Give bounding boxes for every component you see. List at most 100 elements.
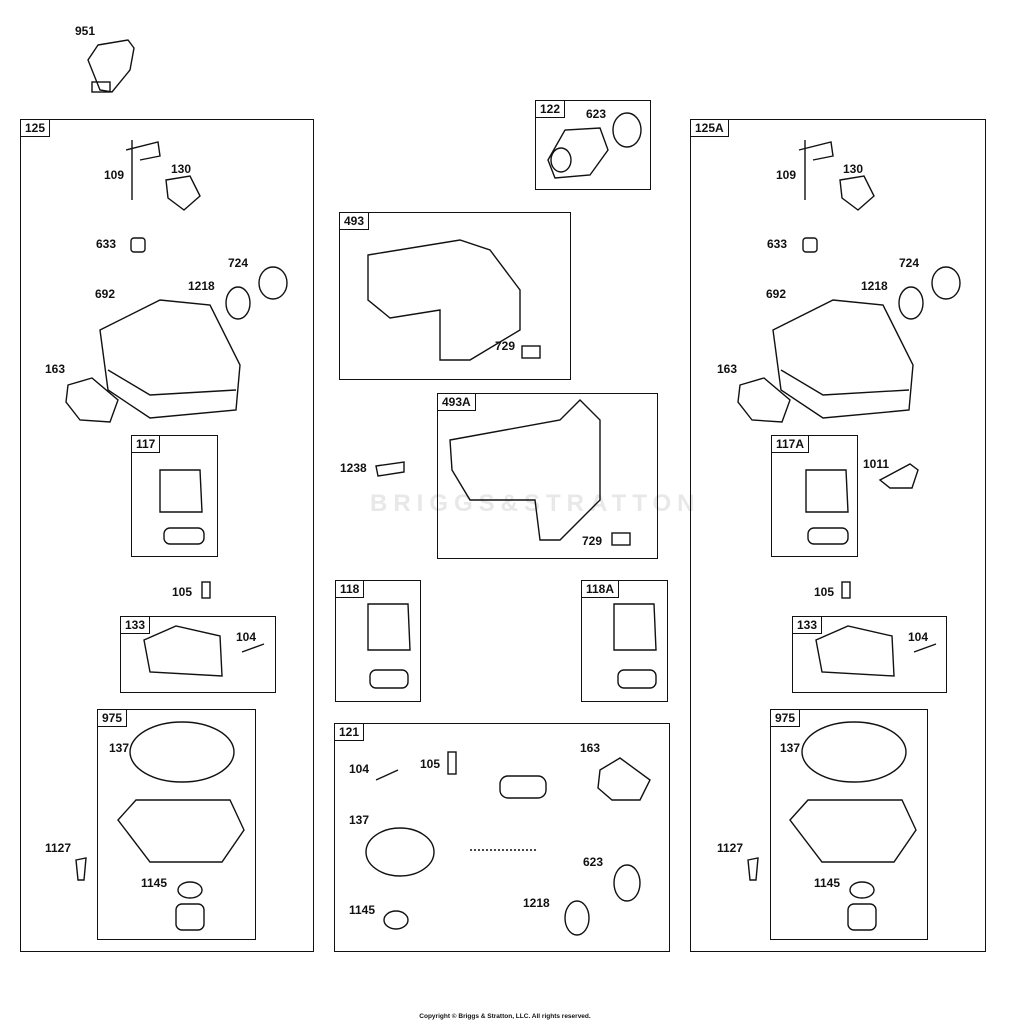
callout-137-center: 137: [349, 813, 370, 827]
callout-1145-left: 1145: [141, 876, 168, 890]
ring-623-center: [613, 864, 641, 902]
nozzle-117a: [805, 469, 849, 513]
group-117a: 117A: [771, 435, 858, 557]
callout-104-left: 104: [236, 630, 257, 644]
gasket-163-right: [737, 377, 791, 423]
bushing-633-right: [802, 237, 818, 253]
callout-724-left: 724: [228, 256, 249, 270]
callout-692-right: 692: [766, 287, 787, 301]
group-label-122: 122: [535, 100, 566, 118]
callout-1218-left: 1218: [188, 279, 215, 293]
group-125a: 125A: [690, 119, 986, 952]
group-118: 118: [335, 580, 421, 702]
gasket-1218-center: [564, 900, 590, 936]
group-label-133-right: 133: [792, 616, 823, 634]
clip-729-b: [611, 532, 631, 546]
nozzle-117: [159, 469, 203, 513]
bushing-633-left: [130, 237, 146, 253]
callout-1127-left: 1127: [45, 841, 72, 855]
group-label-125: 125: [20, 119, 51, 137]
nozzle-118: [367, 603, 411, 651]
callout-130-left: 130: [171, 162, 192, 176]
bracket-493: [367, 239, 521, 361]
callout-163-center: 163: [580, 741, 601, 755]
ring-137-right: [801, 721, 907, 783]
lever-1011: [878, 463, 919, 489]
group-133-left: 133: [120, 616, 276, 693]
gasket-1218-left: [225, 286, 251, 320]
nut-975-left: [175, 903, 205, 931]
callout-105-center: 105: [420, 757, 441, 771]
screw-1127-right: [747, 857, 759, 881]
gasket-117: [163, 527, 205, 545]
group-133-right: 133: [792, 616, 947, 693]
washer-1145-center: [383, 910, 409, 930]
group-975-left: 975: [97, 709, 256, 940]
nozzle-118a: [613, 603, 657, 651]
callout-137-left: 137: [109, 741, 130, 755]
group-label-117a: 117A: [771, 435, 810, 453]
copyright-notice: Copyright © Briggs & Stratton, LLC. All …: [419, 1013, 591, 1020]
callout-951: 951: [75, 24, 96, 38]
ring-137-center: [365, 827, 435, 877]
callout-729-a: 729: [495, 339, 516, 353]
carburetor-body-right: [772, 299, 914, 419]
callout-692-left: 692: [95, 287, 116, 301]
group-label-121: 121: [334, 723, 365, 741]
seal-724-left: [258, 266, 288, 300]
callout-130-right: 130: [843, 162, 864, 176]
callout-109-right: 109: [776, 168, 797, 182]
callout-633-right: 633: [767, 237, 788, 251]
washer-1145-right: [849, 881, 875, 899]
screw-1127-left: [75, 857, 87, 881]
nut-975-right: [847, 903, 877, 931]
group-121: 121: [334, 723, 670, 952]
float-133-left: [143, 625, 223, 677]
clip-729-a: [521, 345, 541, 359]
callout-104-center: 104: [349, 762, 370, 776]
choke-link-tab: [91, 81, 111, 93]
callout-623-center: 623: [583, 855, 604, 869]
group-975-right: 975: [770, 709, 928, 940]
callout-163-right: 163: [717, 362, 738, 376]
gasket-163-left: [65, 377, 119, 423]
gasket-1218-right: [898, 286, 924, 320]
jet-105-center: [447, 751, 457, 775]
float-133-right: [815, 625, 895, 677]
plate-130-right: [839, 175, 875, 211]
plate-130-left: [165, 175, 201, 211]
group-label-493: 493: [339, 212, 370, 230]
carburetor-body-left: [99, 299, 241, 419]
bracket-493a: [449, 399, 601, 541]
gasket-118a: [617, 669, 657, 689]
bolt-1238: [375, 461, 405, 477]
group-122: 122: [535, 100, 651, 190]
callout-1218-center: 1218: [523, 896, 550, 910]
group-117: 117: [131, 435, 218, 557]
callout-137-right: 137: [780, 741, 801, 755]
pin-104-left: [241, 643, 265, 653]
callout-1145-right: 1145: [814, 876, 841, 890]
bowl-975-left: [117, 799, 245, 863]
callout-1145-center: 1145: [349, 903, 376, 917]
bowl-975-right: [789, 799, 917, 863]
ring-137-left: [129, 721, 235, 783]
gasket-117a: [807, 527, 849, 545]
gasket-118: [369, 669, 409, 689]
callout-729-b: 729: [582, 534, 603, 548]
callout-104-right: 104: [908, 630, 929, 644]
group-label-133-left: 133: [120, 616, 151, 634]
pin-104-right: [913, 643, 937, 653]
callout-105-right: 105: [814, 585, 835, 599]
seal-724-right: [931, 266, 961, 300]
pin-104-center: [375, 769, 399, 781]
group-label-975-left: 975: [97, 709, 128, 727]
washer-1145-left: [177, 881, 203, 899]
group-118a: 118A: [581, 580, 668, 702]
group-label-117: 117: [131, 435, 161, 453]
callout-109-left: 109: [104, 168, 125, 182]
group-493: 493: [339, 212, 571, 380]
group-label-118: 118: [335, 580, 365, 598]
